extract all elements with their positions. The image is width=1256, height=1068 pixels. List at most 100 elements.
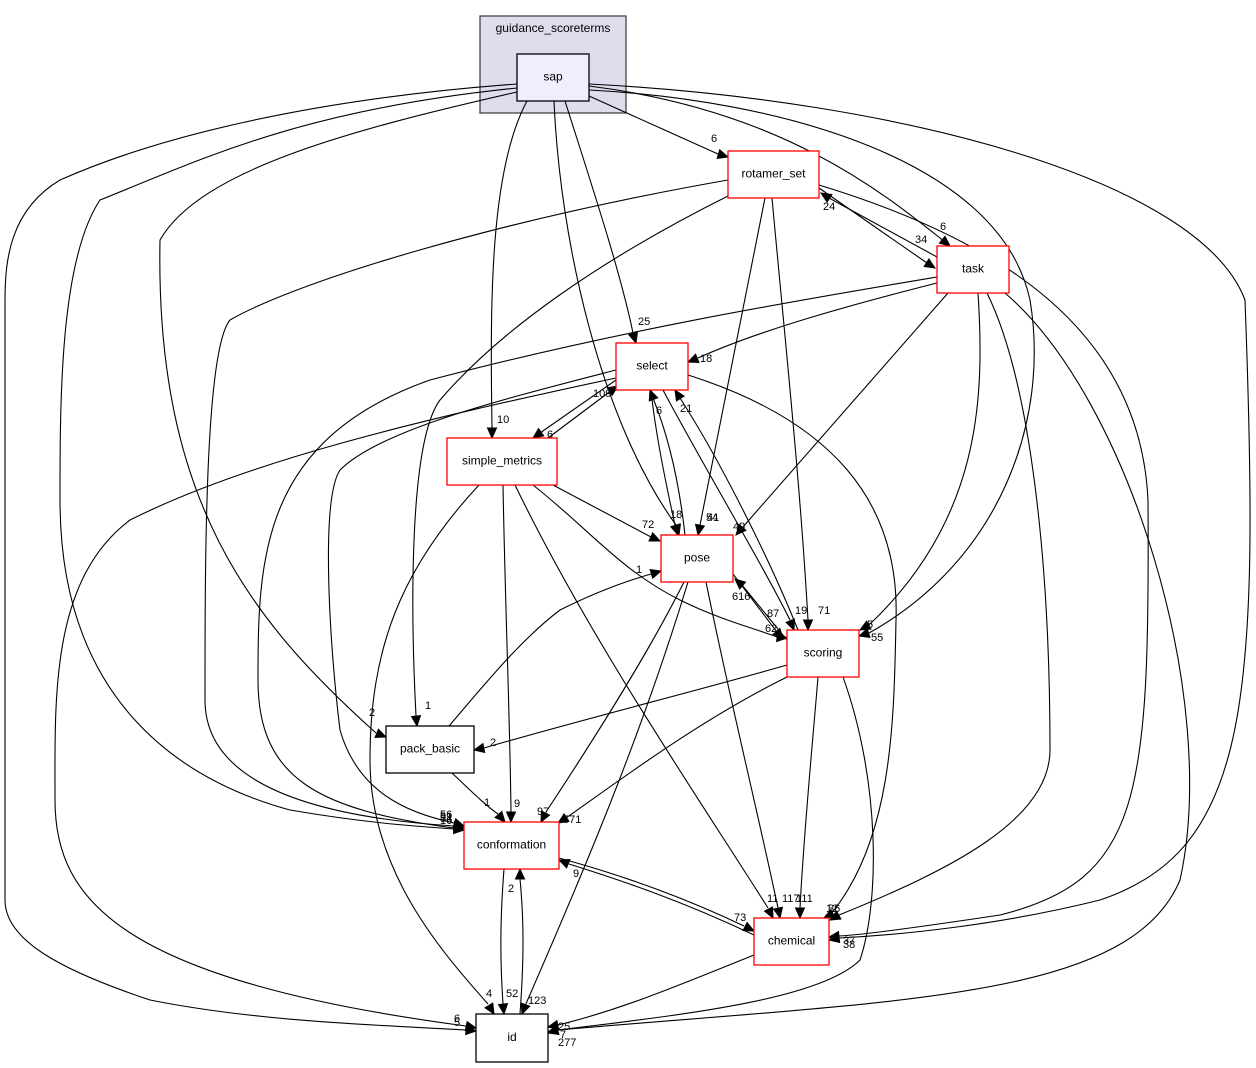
edge-count-label[interactable]: 38 [843,939,855,951]
edge-count-label[interactable]: 54 [706,512,718,524]
edge-task-to-rotamer_set[interactable]: 24 [819,192,938,258]
edge-count-label[interactable]: 21 [680,403,692,415]
edge-count-label[interactable]: 2 [508,883,514,895]
edge-count-label[interactable]: 24 [823,201,835,213]
edge-count-label[interactable]: 1 [636,564,642,576]
edge-count-label[interactable]: 277 [558,1037,576,1049]
edge-count-label[interactable]: 6 [547,429,553,441]
edge-count-label[interactable]: 6 [454,1013,460,1025]
edge-count-label[interactable]: 34 [915,234,927,246]
edge-task-to-chemical[interactable]: 36 [828,292,1051,921]
edge-scoring-to-chemical[interactable]: 111 [794,676,819,920]
node-scoring[interactable]: scoring [786,629,860,678]
edge-count-label[interactable]: 616 [732,591,750,603]
edge-chemical-to-id[interactable]: 25 [546,954,755,1033]
edge-count-label[interactable]: 25 [558,1021,570,1033]
edge-count-label[interactable]: 123 [528,995,546,1007]
edge-count-label[interactable]: 18 [670,509,682,521]
edge-task-to-conformation[interactable]: 16 [257,276,938,834]
edge-select-to-chemical[interactable]: 12 [687,374,897,919]
edge-count-label[interactable]: 72 [642,519,654,531]
edge-rotamer_set-to-chemical[interactable]: 37 [818,184,1149,947]
node-conformation[interactable]: conformation [463,821,560,870]
edge-count-label[interactable]: 571 [563,814,581,826]
edge-count-label[interactable]: 52 [506,988,518,1000]
edge-pose-to-chemical[interactable]: 117 [705,581,800,920]
edge-rotamer_set-to-pose[interactable]: 54 [694,197,766,537]
edge-count-label[interactable]: 19 [795,605,807,617]
edge-count-label[interactable]: 62 [765,623,777,635]
edge-count-label[interactable]: 5 [867,619,873,631]
edge-count-label[interactable]: 6 [940,221,946,233]
edge-pose-to-select[interactable]: 6 [648,388,686,536]
edge-simple_metrics-to-scoring[interactable]: 62 [532,484,789,643]
edge-pack_basic-to-conformation[interactable]: 1 [451,772,506,823]
node-simple-metrics[interactable]: simple_metrics [446,437,558,486]
node-sap[interactable]: sap [516,53,590,102]
edge-scoring-to-select[interactable]: 21 [674,388,799,631]
edge-count-label[interactable]: 6 [656,405,662,417]
edge-select-to-pose[interactable]: 18 [650,389,682,537]
edge-count-label[interactable]: 10 [497,414,509,426]
edge-sap-to-scoring[interactable]: 55 [588,89,1035,644]
edge-simple_metrics-to-conformation[interactable]: 9 [502,484,520,824]
edge-sap-to-chemical[interactable]: 38 [588,83,1251,951]
edge-simple_metrics-to-select[interactable]: 109 [547,385,620,439]
edge-select-to-scoring[interactable]: 19 [662,389,807,632]
edge-rotamer_set-to-pack_basic[interactable]: 1 [410,195,729,728]
edge-task-to-select[interactable]: 18 [686,282,938,365]
edge-count-label[interactable]: 5 [454,1017,460,1029]
node-id[interactable]: id [475,1013,549,1063]
edge-count-label[interactable]: 7 [560,1029,566,1041]
edge-count-label[interactable]: 1 [425,700,431,712]
edge-rotamer_set-to-scoring[interactable]: 71 [771,197,830,632]
edge-sap-to-pack_basic[interactable]: 2 [159,91,518,738]
edge-task-to-pose[interactable]: 49 [733,292,949,536]
edge-sap-to-select[interactable]: 25 [564,100,650,345]
edge-select-to-id[interactable]: 5 [54,377,617,1032]
edge-sap-to-pose[interactable]: 41 [553,100,719,537]
edge-count-label[interactable]: 37 [843,935,855,947]
edge-count-label[interactable]: 117 [782,893,800,905]
edge-count-label[interactable]: 6 [711,133,717,145]
edge-conformation-to-id[interactable]: 52 [497,868,519,1016]
edge-count-label[interactable]: 41 [707,512,719,524]
node-rotamer-set[interactable]: rotamer_set [727,150,820,199]
edge-rotamer_set-to-task[interactable]: 34 [818,187,937,269]
edge-count-label[interactable]: 9 [514,798,520,810]
edge-count-label[interactable]: 109 [593,388,611,400]
edge-conformation-to-chemical[interactable]: 73 [558,857,756,932]
edge-count-label[interactable]: 73 [734,912,746,924]
edge-select-to-simple_metrics[interactable]: 6 [532,379,617,441]
edge-pack_basic-to-pose[interactable]: 1 [448,564,663,727]
edge-sap-to-id[interactable]: 6 [4,83,518,1036]
node-pack-basic[interactable]: pack_basic [385,725,475,774]
edge-count-label[interactable]: 4 [486,988,492,1000]
edge-count-label[interactable]: 12 [826,903,838,915]
edge-count-label[interactable]: 97 [537,806,549,818]
edge-sap-to-simple_metrics[interactable]: 10 [486,100,528,440]
edge-count-label[interactable]: 56 [440,809,452,821]
node-task[interactable]: task [936,245,1010,294]
edge-count-label[interactable]: 25 [638,316,650,328]
edge-chemical-to-conformation[interactable]: 9 [557,859,755,936]
edge-simple_metrics-to-id[interactable]: 4 [369,484,495,1016]
edge-simple_metrics-to-pose[interactable]: 72 [552,484,662,542]
edge-count-label[interactable]: 87 [767,608,779,620]
edge-sap-to-rotamer_set[interactable]: 6 [588,95,730,160]
edge-task-to-id[interactable]: 7 [546,292,1191,1041]
edge-task-to-scoring[interactable]: 5 [858,292,981,631]
edge-count-label[interactable]: 71 [818,605,830,617]
node-chemical[interactable]: chemical [753,917,830,966]
edge-id-to-conformation[interactable]: 2 [508,867,526,1015]
edge-count-label[interactable]: 9 [573,868,579,880]
node-select[interactable]: select [615,342,689,391]
edge-count-label[interactable]: 51 [440,811,452,823]
edge-count-label[interactable]: 18 [700,353,712,365]
edge-count-label[interactable]: 11 [767,893,778,905]
edge-count-label[interactable]: 55 [871,632,883,644]
edge-count-label[interactable]: 1 [484,797,490,809]
edge-scoring-to-conformation[interactable]: 571 [556,676,788,826]
edge-pose-to-conformation[interactable]: 97 [537,581,685,824]
edge-scoring-to-pack_basic[interactable]: 2 [472,664,788,754]
